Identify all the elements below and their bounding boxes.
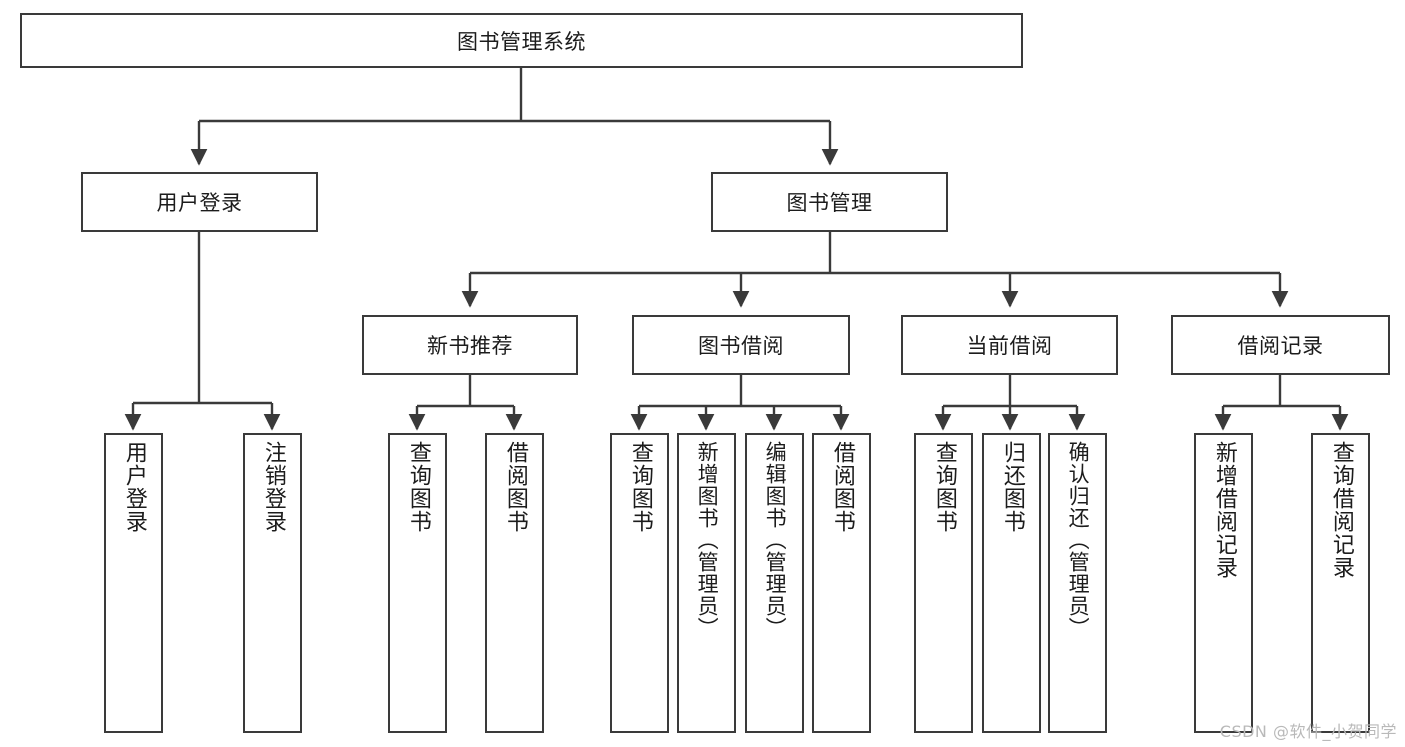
node-label: 图书借阅 — [698, 334, 784, 358]
node-book-management[interactable]: 图书管理 — [711, 172, 948, 232]
node-user-login[interactable]: 用户登录 — [81, 172, 318, 232]
node-label: 当前借阅 — [966, 334, 1053, 358]
node-label: 新增图书（管理员） — [695, 441, 720, 639]
leaf-current-borrow-return-book[interactable]: 归还图书 — [982, 433, 1041, 733]
node-borrow-record[interactable]: 借阅记录 — [1171, 315, 1390, 375]
leaf-book-borrow-query-book[interactable]: 查询图书 — [610, 433, 669, 733]
node-label: 新书推荐 — [427, 334, 513, 358]
node-label: 查询图书 — [405, 441, 431, 533]
node-label: 借阅记录 — [1237, 334, 1324, 358]
node-label: 查询借阅记录 — [1328, 441, 1354, 579]
leaf-user-login-logout[interactable]: 注销登录 — [243, 433, 302, 733]
node-book-borrow[interactable]: 图书借阅 — [632, 315, 850, 375]
leaf-new-book-query-book[interactable]: 查询图书 — [388, 433, 447, 733]
node-label: 查询图书 — [931, 441, 957, 533]
leaf-user-login-login[interactable]: 用户登录 — [104, 433, 163, 733]
node-new-book-recommend[interactable]: 新书推荐 — [362, 315, 578, 375]
leaf-new-book-borrow-book[interactable]: 借阅图书 — [485, 433, 544, 733]
leaf-current-borrow-confirm-return-admin[interactable]: 确认归还（管理员） — [1048, 433, 1107, 733]
node-label: 注销登录 — [260, 441, 286, 533]
node-root-book-management-system[interactable]: 图书管理系统 — [20, 13, 1023, 68]
node-label: 借阅图书 — [829, 441, 855, 533]
node-label: 用户登录 — [156, 191, 243, 215]
node-label: 新增借阅记录 — [1211, 441, 1237, 579]
node-label: 归还图书 — [999, 441, 1025, 533]
node-label: 图书管理 — [786, 191, 873, 215]
node-label: 图书管理系统 — [457, 29, 586, 54]
leaf-book-borrow-add-book-admin[interactable]: 新增图书（管理员） — [677, 433, 736, 733]
leaf-borrow-record-add-record[interactable]: 新增借阅记录 — [1194, 433, 1253, 733]
leaf-book-borrow-borrow-book[interactable]: 借阅图书 — [812, 433, 871, 733]
node-label: 确认归还（管理员） — [1066, 441, 1091, 639]
leaf-book-borrow-edit-book-admin[interactable]: 编辑图书（管理员） — [745, 433, 804, 733]
node-label: 编辑图书（管理员） — [763, 441, 788, 639]
node-current-borrow[interactable]: 当前借阅 — [901, 315, 1118, 375]
node-label: 借阅图书 — [502, 441, 528, 533]
node-label: 查询图书 — [627, 441, 653, 533]
leaf-current-borrow-query-book[interactable]: 查询图书 — [914, 433, 973, 733]
node-label: 用户登录 — [121, 441, 147, 533]
leaf-borrow-record-query-record[interactable]: 查询借阅记录 — [1311, 433, 1370, 733]
